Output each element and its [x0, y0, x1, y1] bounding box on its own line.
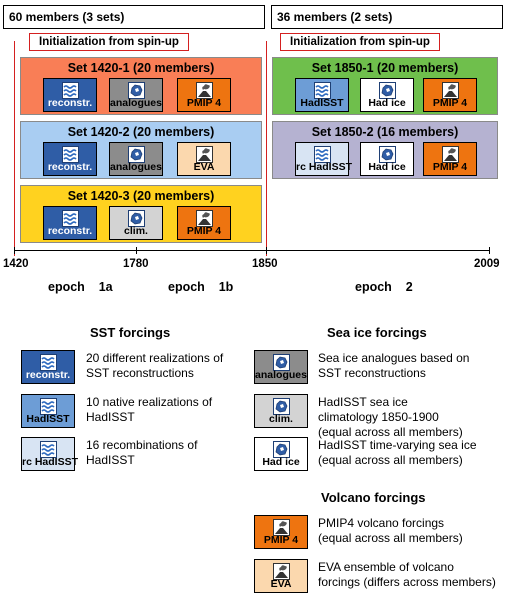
tick-1420 [14, 247, 15, 254]
forcing-box-analogues: analogues [109, 78, 163, 112]
forcing-box-label: PMIP 4 [432, 97, 468, 109]
legend-description-line: 16 recombinations of [86, 438, 198, 452]
forcing-box-reconstr: reconstr. [43, 78, 97, 112]
ensemble-set: Set 1850-2 (16 members) rc HadISST Had ice… [272, 121, 498, 179]
set-title: Set 1420-3 (20 members) [67, 189, 215, 203]
forcing-box-hadisst: HadISST [295, 78, 349, 112]
tick-2009 [489, 247, 490, 254]
forcing-box-label: Had ice [262, 456, 300, 468]
ensemble-set: Set 1420-3 (20 members) reconstr. clim. PMI… [20, 185, 262, 243]
sst-forcings-title: SST forcings [90, 325, 171, 340]
set-title: Set 1420-1 (20 members) [67, 61, 215, 75]
forcing-box-label: rc HadISST [296, 161, 353, 173]
forcing-box-eva: EVA [177, 142, 231, 176]
forcing-box-rchadisst: rc HadISST [21, 437, 79, 471]
forcing-box-pmip: PMIP 4 [177, 206, 231, 240]
set-title: Set 1420-2 (20 members) [67, 125, 215, 139]
tick-label-1780: 1780 [123, 258, 149, 270]
legend-description-line: 10 native realizations of [86, 395, 213, 409]
tick-label-1850: 1850 [252, 258, 278, 270]
volcano-forcings-title: Volcano forcings [321, 490, 426, 505]
forcing-box-reconstr: reconstr. [21, 350, 75, 384]
forcing-box-reconstr: reconstr. [43, 206, 97, 240]
forcing-box-label: clim. [124, 225, 148, 237]
epoch2-start-line [266, 41, 267, 256]
timeline-axis [14, 250, 490, 251]
legend-description-line: climatology 1850-1900 [318, 410, 439, 424]
forcing-box-label: PMIP 4 [432, 161, 468, 173]
forcing-box-pmip: PMIP 4 [423, 78, 477, 112]
forcing-box-hadisst: HadISST [21, 394, 75, 428]
legend-description-line: SST reconstructions [318, 366, 426, 380]
forcing-box-hadice: Had ice [360, 78, 414, 112]
tick-label-1420: 1420 [3, 258, 29, 270]
forcing-box-label: analogues [110, 97, 162, 109]
legend-description-line: PMIP4 volcano forcings [318, 516, 445, 530]
seaice-forcings-title: Sea ice forcings [327, 325, 427, 340]
set-title: Set 1850-1 (20 members) [311, 61, 459, 75]
forcing-box-label: reconstr. [47, 225, 93, 237]
legend-description-line: 20 different realizations of [86, 351, 224, 365]
forcing-box-analogues: analogues [109, 142, 163, 176]
forcing-box-label: reconstr. [47, 97, 93, 109]
forcing-box-label: clim. [269, 413, 293, 425]
forcing-box-label: EVA [270, 578, 292, 590]
forcing-box-label: PMIP 4 [186, 225, 222, 237]
init-left-label: Initialization from spin-up [29, 33, 189, 51]
forcing-box-reconstr: reconstr. [43, 142, 97, 176]
forcing-box-label: analogues [110, 161, 162, 173]
set-title: Set 1850-2 (16 members) [311, 125, 459, 139]
forcing-box-eva: EVA [254, 559, 308, 593]
forcing-box-pmip: PMIP 4 [254, 515, 308, 549]
legend-description-line: (equal across all members) [318, 453, 463, 467]
legend-description-line: HadISST time-varying sea ice [318, 438, 477, 452]
forcing-box-label: reconstr. [25, 369, 71, 381]
header-right-box: 36 members (2 sets) [271, 5, 503, 29]
legend-description-line: EVA ensemble of volcano [318, 560, 454, 574]
ensemble-set: Set 1850-1 (20 members) HadISST Had ice PMI… [272, 57, 498, 115]
init-right-label: Initialization from spin-up [280, 33, 440, 51]
forcing-box-pmip: PMIP 4 [423, 142, 477, 176]
forcing-box-label: rc HadISST [22, 456, 79, 468]
legend-description-line: HadISST sea ice [318, 395, 408, 409]
epoch-1a-label: epoch 1a [48, 280, 113, 294]
forcing-box-label: analogues [255, 369, 307, 381]
legend-description-line: HadISST [86, 410, 135, 424]
forcing-box-hadice: Had ice [254, 437, 308, 471]
forcing-box-label: Had ice [368, 161, 406, 173]
legend-description-line: (equal across all members) [318, 425, 463, 439]
forcing-box-label: reconstr. [47, 161, 93, 173]
forcing-box-rchadisst: rc HadISST [295, 142, 353, 176]
header-left-box: 60 members (3 sets) [3, 5, 265, 29]
forcing-box-label: PMIP 4 [186, 97, 222, 109]
tick-label-2009: 2009 [474, 258, 500, 270]
legend-description-line: forcings (differs across members) [318, 575, 496, 589]
legend-description-line: (equal across all members) [318, 531, 463, 545]
forcing-box-hadice: Had ice [360, 142, 414, 176]
legend-description-line: Sea ice analogues based on [318, 351, 470, 365]
tick-1850 [266, 247, 267, 254]
ensemble-set: Set 1420-2 (20 members) reconstr. analogue… [20, 121, 262, 179]
forcing-box-label: HadISST [300, 97, 344, 109]
epoch-1b-label: epoch 1b [168, 280, 234, 294]
forcing-box-label: HadISST [26, 413, 70, 425]
tick-1780 [136, 247, 137, 254]
legend-description-line: HadISST [86, 453, 135, 467]
forcing-box-label: Had ice [368, 97, 406, 109]
epoch-2-label: epoch 2 [355, 280, 413, 294]
ensemble-set: Set 1420-1 (20 members) reconstr. analogue… [20, 57, 262, 115]
forcing-box-clim: clim. [254, 394, 308, 428]
forcing-box-clim: clim. [109, 206, 163, 240]
legend-description-line: SST reconstructions [86, 366, 194, 380]
forcing-box-analogues: analogues [254, 350, 308, 384]
forcing-box-label: EVA [193, 161, 215, 173]
epoch1-start-line [14, 41, 15, 256]
forcing-box-label: PMIP 4 [263, 534, 299, 546]
forcing-box-pmip: PMIP 4 [177, 78, 231, 112]
